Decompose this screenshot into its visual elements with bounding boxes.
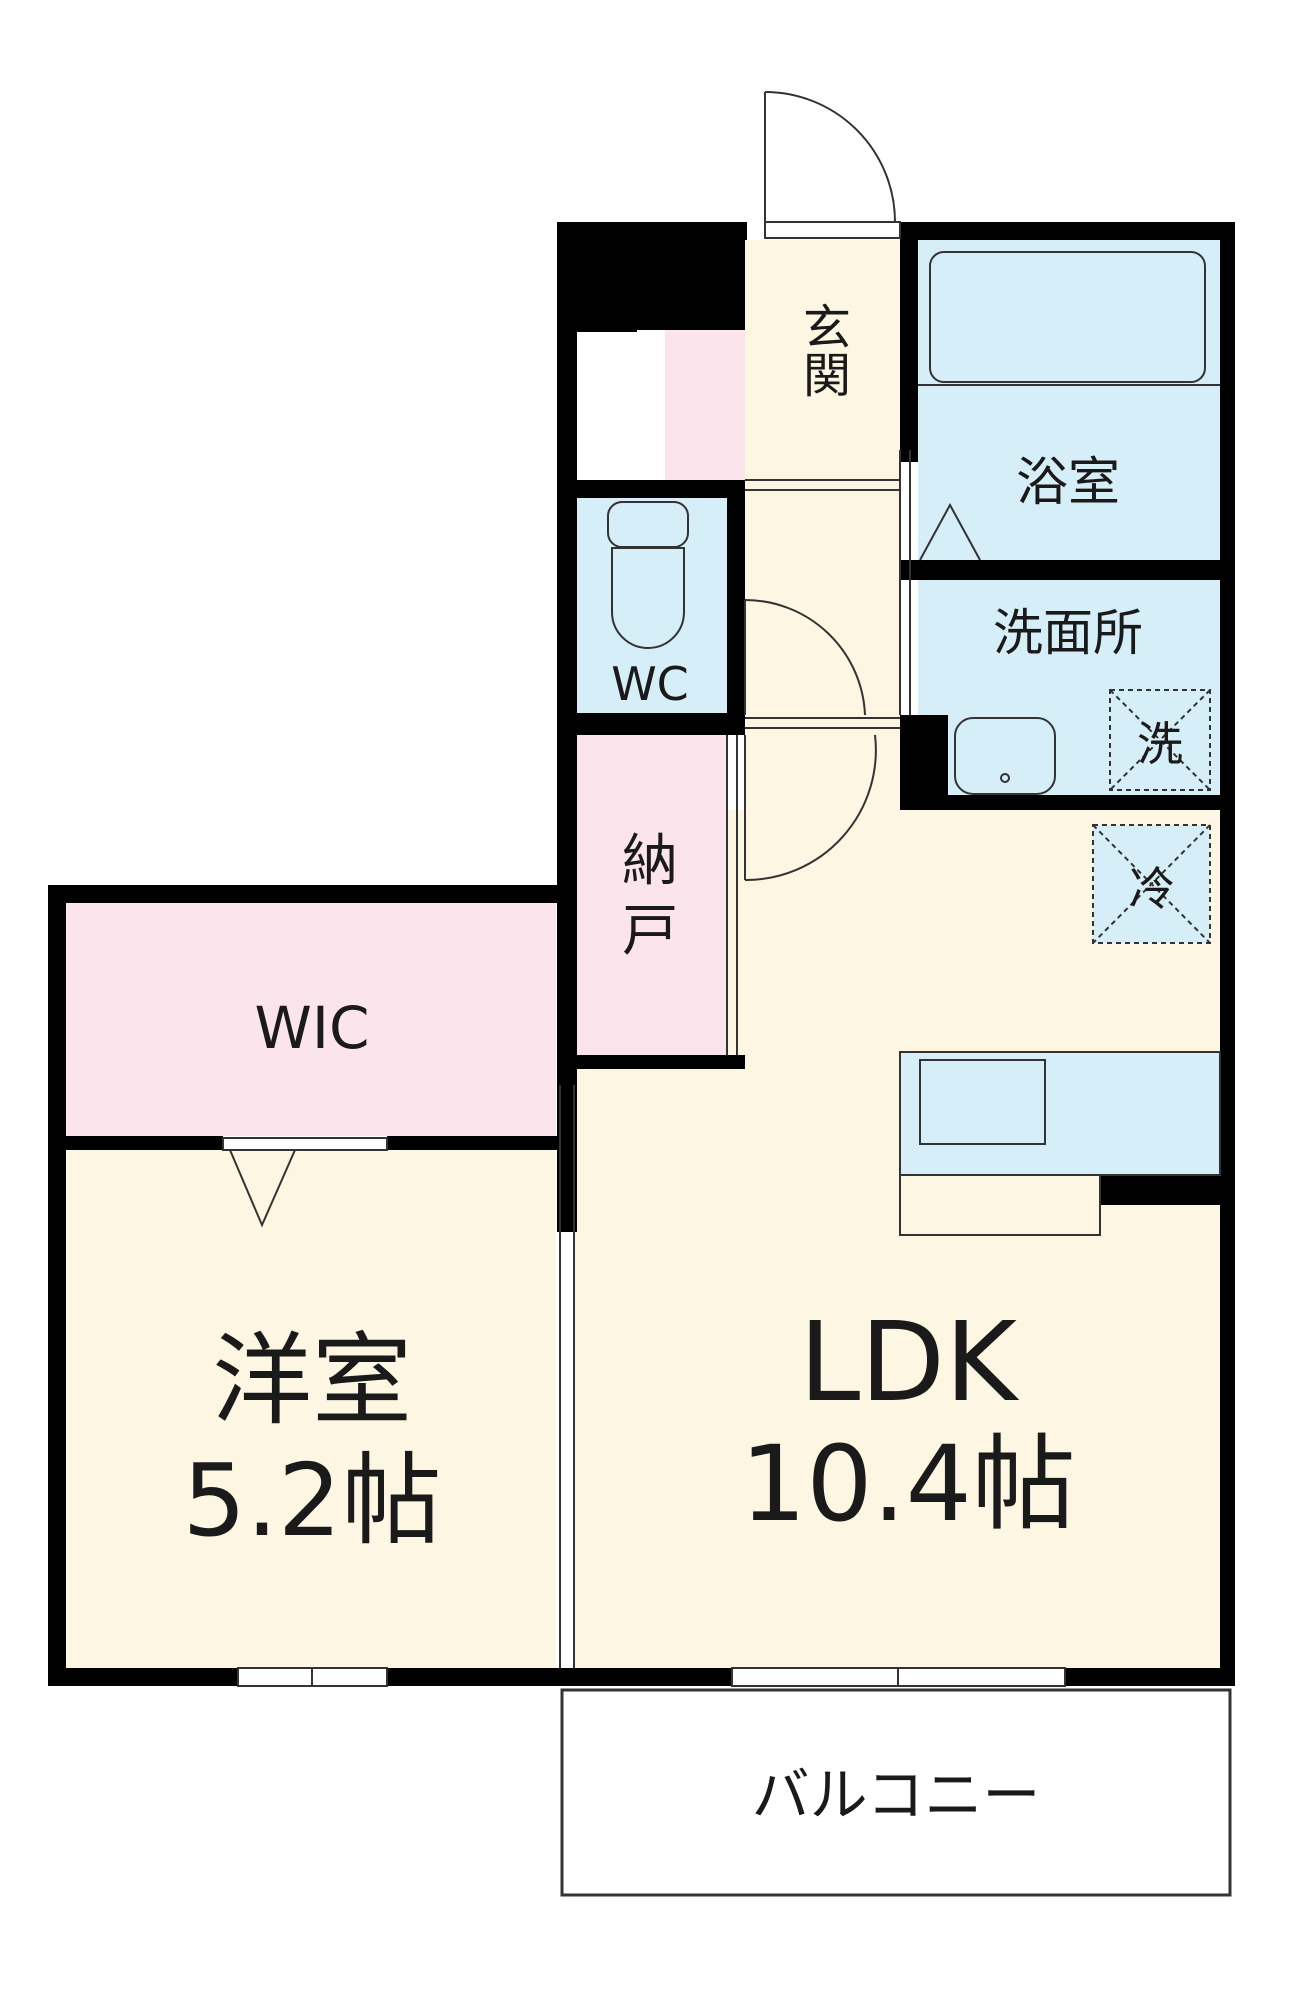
wic-label: WIC — [255, 994, 370, 1062]
ldk-size: 10.4帖 — [740, 1423, 1076, 1545]
toilet-icon — [607, 501, 689, 649]
openings — [222, 91, 1066, 1687]
western-room-size: 5.2帖 — [182, 1442, 441, 1559]
door-swing-icon — [744, 598, 866, 716]
room-fills — [66, 240, 1232, 1897]
washroom-label: 洗面所 — [993, 604, 1143, 662]
balcony-label: バルコニー — [752, 1761, 1041, 1829]
kitchen-sink-icon — [899, 1051, 1221, 1236]
labels: 玄関 浴室 洗面所 洗 WC 納 戸 冷 WIC 洋室 5.2帖 LDK 10.… — [182, 302, 1183, 1829]
shoe-cabinet — [665, 330, 745, 480]
door-swing-icon — [764, 91, 901, 239]
nando-floor — [577, 735, 727, 1055]
genkan-floor — [745, 240, 900, 480]
balcony-floor — [560, 1688, 1232, 1897]
nando-label-bottom: 戸 — [622, 899, 678, 964]
genkan-label: 玄関 — [794, 302, 850, 398]
fixtures — [607, 251, 1221, 1236]
fridge-label: 冷 — [1129, 862, 1175, 916]
wic-floor — [66, 903, 556, 1136]
door-swing-icon — [744, 734, 877, 882]
bath-label: 浴室 — [1016, 453, 1120, 513]
washer-label: 洗 — [1137, 717, 1183, 771]
fridge-space-icon — [1092, 824, 1211, 944]
walls — [48, 222, 1235, 1686]
western-room-floor — [66, 1150, 556, 1668]
nando-label-top: 納 — [622, 829, 678, 894]
bathtub-icon — [918, 251, 1220, 386]
ldk-name: LDK — [799, 1298, 1020, 1426]
wc-label: WC — [611, 657, 689, 711]
washbasin-icon — [954, 717, 1056, 795]
washer-space-icon — [1109, 689, 1211, 791]
western-room-name: 洋室 — [212, 1322, 412, 1439]
